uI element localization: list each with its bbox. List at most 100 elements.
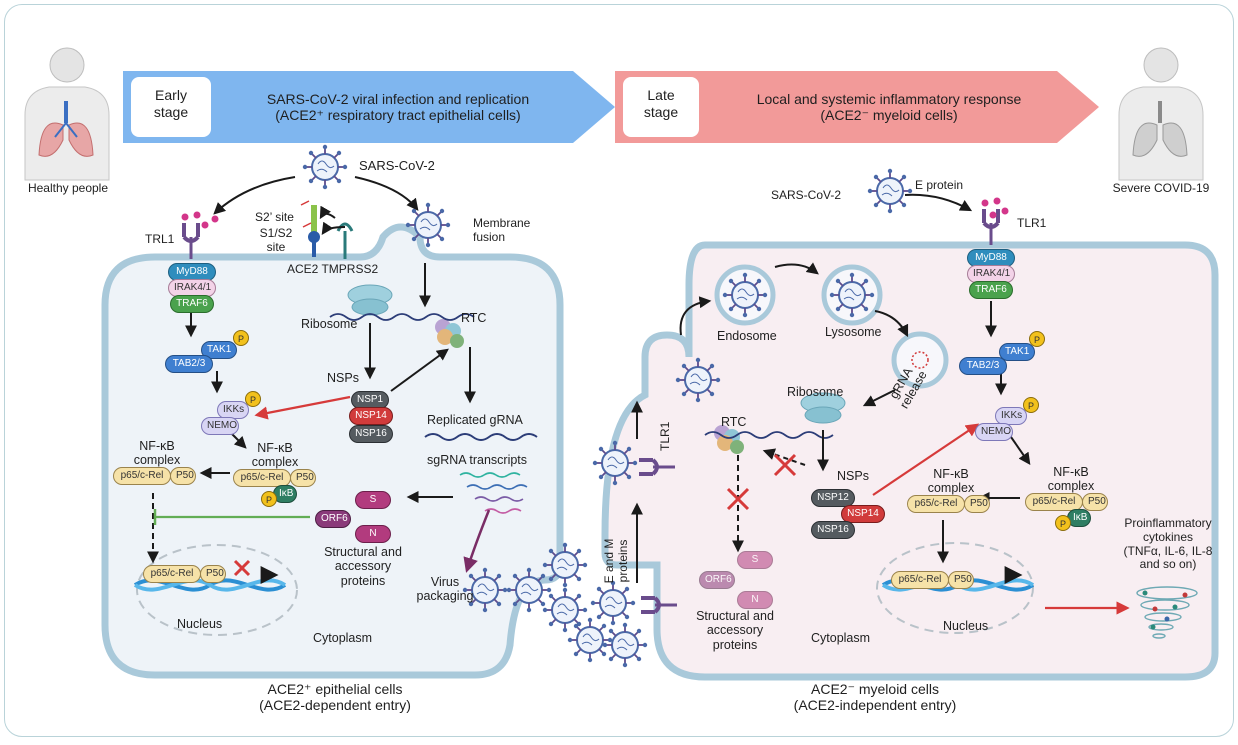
cytokine-tornado-icon (1136, 586, 1198, 639)
traf6-protein: TRAF6 (969, 281, 1013, 299)
trl1-label: TRL1 (145, 232, 175, 246)
s1s2-site-label: S1/S2 site (259, 226, 293, 254)
cytokines-label: Proinflammatory cytokines (TNFα, IL-6, I… (1123, 516, 1213, 572)
e-protein-label: E protein (915, 178, 964, 192)
phosphate-icon: P (261, 491, 277, 507)
em-proteins-label: E and M proteins (602, 538, 630, 584)
s-protein: S (737, 551, 773, 569)
rtc-label: RTC (721, 415, 747, 429)
nemo-protein: NEMO (201, 417, 239, 435)
sgrna-label: sgRNA transcripts (427, 453, 528, 467)
diagram-frame: Early stage SARS-CoV-2 viral infection a… (4, 4, 1234, 737)
released-virus-icon (541, 586, 589, 634)
endocytosed-virus-icon (674, 356, 722, 404)
left-nucleus (136, 544, 298, 636)
late-stage-arrow (615, 71, 1099, 143)
released-virus-icon (601, 621, 649, 669)
red-x-icon (773, 453, 797, 477)
s-protein: S (355, 491, 391, 509)
virus-label: SARS-CoV-2 (359, 158, 435, 173)
cytokine-dots (1142, 590, 1188, 630)
lysosome-virus-icon (828, 271, 876, 319)
red-x-icon (726, 487, 750, 511)
ribosome-label: Ribosome (787, 385, 844, 399)
nemo-protein: NEMO (975, 423, 1013, 441)
structural-proteins-label: Structural and accessory proteins (696, 609, 774, 652)
ligand-dots (181, 197, 1009, 229)
lysosome-label: Lysosome (825, 325, 882, 339)
membrane-fusion-label: Membrane fusion (473, 216, 531, 244)
early-stage-title: SARS-CoV-2 viral infection and replicati… (266, 91, 530, 124)
ace2-tmprss2-icon (308, 205, 354, 259)
right-cell-caption: ACE2⁻ myeloid cells (ACE2-independent en… (793, 681, 957, 714)
nucleus-label: Nucleus (943, 619, 989, 633)
healthy-people-label: Healthy people (27, 181, 109, 195)
virus-packaging-label: Virus packaging (416, 575, 474, 604)
tak1-protein: TAK1 (201, 341, 237, 359)
p50-protein: P50 (290, 469, 316, 487)
diagram-canvas (24, 47, 1219, 681)
structural-proteins-label: Structural and accessory proteins (324, 545, 402, 588)
activation-arrow (872, 423, 980, 496)
p65-crel-protein: p65/c-Rel (907, 495, 965, 513)
nfkb-complex-label: NF-κB complex (1047, 465, 1095, 494)
inhibition-arrow (254, 395, 351, 420)
p50-protein: P50 (948, 571, 974, 589)
left-cell-caption: ACE2⁺ epithelial cells (ACE2-dependent e… (259, 681, 411, 714)
traf6-protein: TRAF6 (170, 295, 214, 313)
orf6-inhibition-line (153, 509, 310, 525)
ace2-tmprss2-label: ACE2 TMPRSS2 (287, 262, 379, 276)
late-stage-title: Local and systemic inflammatory response… (756, 91, 1022, 124)
released-virus-icon (566, 616, 614, 664)
cytoplasm-label: Cytoplasm (313, 631, 373, 645)
p65-crel-protein: p65/c-Rel (143, 565, 201, 583)
rtc-label: RTC (461, 311, 487, 325)
nsps-label: NSPs (327, 371, 359, 385)
nsp16-protein: NSP16 (811, 521, 855, 539)
orf6-protein: ORF6 (699, 571, 735, 589)
late-stage-label: Late stage (623, 77, 699, 137)
p50-protein: P50 (170, 467, 196, 485)
severe-covid-person-icon (1118, 47, 1204, 181)
nfkb-complex-label: NF-κB complex (133, 439, 181, 468)
tab23-protein: TAB2/3 (959, 357, 1007, 375)
sars-cov-2-virus-icon (301, 143, 349, 191)
replicated-grna-label: Replicated gRNA (427, 413, 523, 427)
early-stage-arrow (123, 71, 615, 143)
nsps-label: NSPs (837, 469, 869, 483)
ikb-protein: IκB (273, 485, 297, 503)
ikks-protein: IKKs (995, 407, 1027, 425)
orf6-protein: ORF6 (315, 510, 351, 528)
membrane-fusion-virus-icon (404, 201, 452, 249)
right-cell-membrane (601, 241, 1219, 681)
p65-crel-protein: p65/c-Rel (113, 467, 171, 485)
rtc-complex-icon (435, 319, 464, 348)
p50-protein: P50 (200, 565, 226, 583)
nucleus-label: Nucleus (177, 617, 223, 631)
tlr1-label: TLR1 (1017, 216, 1047, 230)
phosphate-icon: P (1023, 397, 1039, 413)
replicated-grna-strand (424, 433, 538, 441)
uncoating-vesicle-icon (891, 331, 949, 389)
severe-covid-label: Severe COVID-19 (1112, 181, 1210, 195)
nsp12-protein: NSP12 (811, 489, 855, 507)
tlr1-side-label: TLR1 (658, 421, 672, 451)
early-stage-label: Early stage (131, 77, 211, 137)
nfkb-complex-label: NF-κB complex (927, 467, 975, 496)
phosphate-icon: P (1029, 331, 1045, 347)
endosome-virus-icon (721, 271, 769, 319)
cytoplasm-label: Cytoplasm (811, 631, 871, 645)
n-protein: N (355, 525, 391, 543)
p50-protein: P50 (964, 495, 990, 513)
ribosome-icon (800, 392, 846, 424)
p50-protein: P50 (1082, 493, 1108, 511)
healthy-person-icon (24, 47, 110, 181)
endosome-label: Endosome (717, 329, 777, 343)
released-virus-icon (541, 541, 589, 589)
viral-rna-strand (704, 431, 834, 439)
phosphate-icon: P (1055, 515, 1071, 531)
sars-cov-2-virus-icon (866, 167, 914, 215)
phosphate-icon: P (233, 330, 249, 346)
n-protein: N (737, 591, 773, 609)
nfkb-complex-label: NF-κB complex (251, 441, 299, 470)
